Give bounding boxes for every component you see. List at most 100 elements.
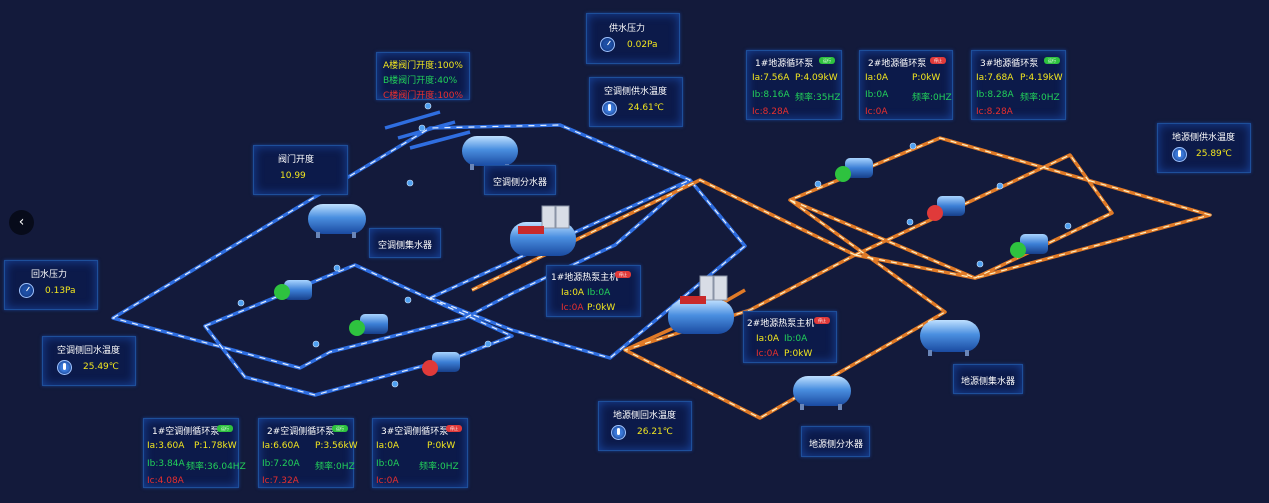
heat-pump-1-ia: Ia:0A — [561, 288, 585, 298]
geo-pump-2-graphic — [927, 196, 965, 221]
ac-pump-1-ib: Ib:3.84A — [147, 459, 185, 469]
thermometer-icon — [611, 425, 626, 440]
ac-pipe-branch-1 — [384, 110, 441, 130]
valve-b-opening: B楼阀门开度:40% — [383, 76, 458, 86]
geo-pump-2-ic: Ic:0A — [865, 107, 888, 117]
geo-pump-1-ic: Ic:8.28A — [752, 107, 789, 117]
thermometer-icon — [602, 101, 617, 116]
ac-pump-2-ic: Ic:7.32A — [262, 476, 299, 486]
geo-pump-3-graphic — [1010, 234, 1048, 258]
ac-supply-temp-panel: 空调侧供水温度 24.61℃ — [589, 77, 683, 127]
ac-pump-2-ib: Ib:7.20A — [262, 459, 300, 469]
geo-pump-2-ia: Ia:0A — [865, 73, 889, 83]
ac-distributor-label: 空调侧分水器 — [493, 178, 548, 188]
ac-collector-tank — [308, 204, 366, 238]
geo-collector-label-box: 地源侧集水器 — [953, 364, 1023, 394]
return-pressure-panel: 回水压力 0.13Pa — [4, 260, 98, 310]
geo-pump-1-freq: 频率:35HZ — [795, 93, 841, 103]
ac-pump-3-title: 3#空调侧循环泵 — [381, 427, 449, 437]
geo-pump-3-ic: Ic:8.28A — [976, 107, 1013, 117]
ac-pump-3-ic: Ic:0A — [376, 476, 399, 486]
ac-return-temp-value: 25.49℃ — [83, 362, 119, 372]
geo-pump-1-status-badge: 运行 — [819, 57, 835, 64]
geo-pump-1-title: 1#地源循环泵 — [755, 59, 814, 69]
ac-pump-2-panel: 2#空调侧循环泵 运行 Ia:6.60A P:3.56kW Ib:7.20A 频… — [258, 418, 358, 488]
ac-pump-3-ib: Ib:0A — [376, 459, 400, 469]
geo-pump-1-ib: Ib:8.16A — [752, 90, 790, 100]
geo-pump-3-title: 3#地源循环泵 — [980, 59, 1039, 69]
heat-pump-unit-2 — [668, 275, 734, 334]
ac-pump-3-graphic — [422, 352, 460, 376]
geo-pump-3-freq: 频率:0HZ — [1020, 93, 1060, 103]
heat-pump-2-ic: Ic:0A — [756, 349, 779, 359]
gauge-icon — [600, 37, 615, 52]
ac-pump-3-freq: 频率:0HZ — [419, 462, 459, 472]
heat-pump-2-ib: Ib:0A — [784, 334, 808, 344]
ac-pump-1-title: 1#空调侧循环泵 — [152, 427, 220, 437]
heat-pump-1-title: 1#地源热泵主机 — [551, 273, 619, 283]
ac-distributor-label-box: 空调侧分水器 — [484, 165, 556, 195]
geo-return-temp-value: 26.21℃ — [637, 427, 673, 437]
ac-pump-1-panel: 1#空调侧循环泵 运行 Ia:3.60A P:1.78kW Ib:3.84A 频… — [143, 418, 246, 488]
heat-pump-2-title: 2#地源热泵主机 — [747, 319, 815, 329]
heat-pump-1-status-badge: 停止 — [615, 271, 631, 278]
ac-pump-3-panel: 3#空调侧循环泵 停止 Ia:0A P:0kW Ib:0A 频率:0HZ Ic:… — [372, 418, 468, 488]
ac-collector-label-box: 空调侧集水器 — [369, 228, 441, 258]
geo-supply-temp-title: 地源侧供水温度 — [1172, 133, 1236, 143]
geo-pump-2-ib: Ib:0A — [865, 90, 889, 100]
valves — [237, 102, 1072, 388]
ac-pump-3-ia: Ia:0A — [376, 441, 400, 451]
geo-pump-2-freq: 频率:0HZ — [912, 93, 952, 103]
ac-return-temp-title: 空调侧回水温度 — [57, 346, 121, 356]
geo-supply-temp-value: 25.89℃ — [1196, 149, 1232, 159]
ac-supply-temp-value: 24.61℃ — [628, 103, 664, 113]
heat-pump-unit-1 — [510, 205, 576, 256]
valve-a-opening: A楼阀门开度:100% — [383, 61, 463, 71]
ac-pump-2-freq: 频率:0HZ — [315, 462, 355, 472]
geo-pump-3-ia: Ia:7.68A — [976, 73, 1014, 83]
ac-pump-3-power: P:0kW — [427, 441, 456, 451]
ac-return-temp-panel: 空调侧回水温度 25.49℃ — [42, 336, 136, 386]
geo-pump-2-title: 2#地源循环泵 — [868, 59, 927, 69]
chevron-left-icon: ‹ — [18, 214, 25, 230]
gauge-icon — [19, 283, 34, 298]
supply-pressure-value: 0.02Pa — [627, 40, 658, 50]
geo-pump-2-status-badge: 停止 — [930, 57, 946, 64]
ac-pump-2-graphic — [349, 314, 388, 336]
ac-pipe-branch-3 — [409, 130, 471, 150]
heat-pump-1-ic: Ic:0A — [561, 303, 584, 313]
heat-pump-2-panel: 2#地源热泵主机 停止 Ia:0A Ib:0A Ic:0A P:0kW — [743, 311, 837, 363]
thermometer-icon — [1172, 147, 1187, 162]
geo-pump-3-status-badge: 运行 — [1044, 57, 1060, 64]
ac-pump-1-ic: Ic:4.08A — [147, 476, 184, 486]
ac-pump-2-title: 2#空调侧循环泵 — [267, 427, 335, 437]
heat-pump-1-ib: Ib:0A — [587, 288, 611, 298]
geo-supply-temp-panel: 地源侧供水温度 25.89℃ — [1157, 123, 1251, 173]
back-button[interactable]: ‹ — [9, 210, 34, 235]
heat-pump-2-status-badge: 停止 — [814, 317, 830, 324]
ac-pump-2-ia: Ia:6.60A — [262, 441, 300, 451]
geo-pump-1-graphic — [835, 158, 873, 182]
ac-pump-1-status-badge: 运行 — [217, 425, 233, 432]
ac-collector-label: 空调侧集水器 — [378, 241, 433, 251]
ac-pump-2-power: P:3.56kW — [315, 441, 358, 451]
geo-distributor-label: 地源侧分水器 — [809, 440, 864, 450]
geo-return-temp-title: 地源侧回水温度 — [613, 411, 677, 421]
ac-pump-1-ia: Ia:3.60A — [147, 441, 185, 451]
supply-pressure-panel: 供水压力 0.02Pa — [586, 13, 680, 64]
heat-pump-1-power: P:0kW — [587, 303, 616, 313]
geo-pump-1-ia: Ia:7.56A — [752, 73, 790, 83]
heat-pump-1-panel: 1#地源热泵主机 停止 Ia:0A Ib:0A Ic:0A P:0kW — [546, 265, 641, 317]
building-valve-panel: A楼阀门开度:100% B楼阀门开度:40% C楼阀门开度:100% — [376, 52, 470, 101]
geo-pump-2-panel: 2#地源循环泵 停止 Ia:0A P:0kW Ib:0A 频率:0HZ Ic:0… — [859, 50, 953, 120]
geo-pump-3-power: P:4.19kW — [1020, 73, 1063, 83]
geo-pipe-geo-loop — [854, 153, 1114, 280]
ac-supply-temp-title: 空调侧供水温度 — [604, 87, 668, 97]
geo-distributor-tank — [793, 376, 851, 410]
ac-pump-1-freq: 频率:36.04HZ — [186, 462, 246, 472]
supply-pressure-title: 供水压力 — [609, 24, 646, 34]
ac-pump-2-status-badge: 运行 — [332, 425, 348, 432]
ac-pump-1-graphic — [274, 280, 312, 300]
